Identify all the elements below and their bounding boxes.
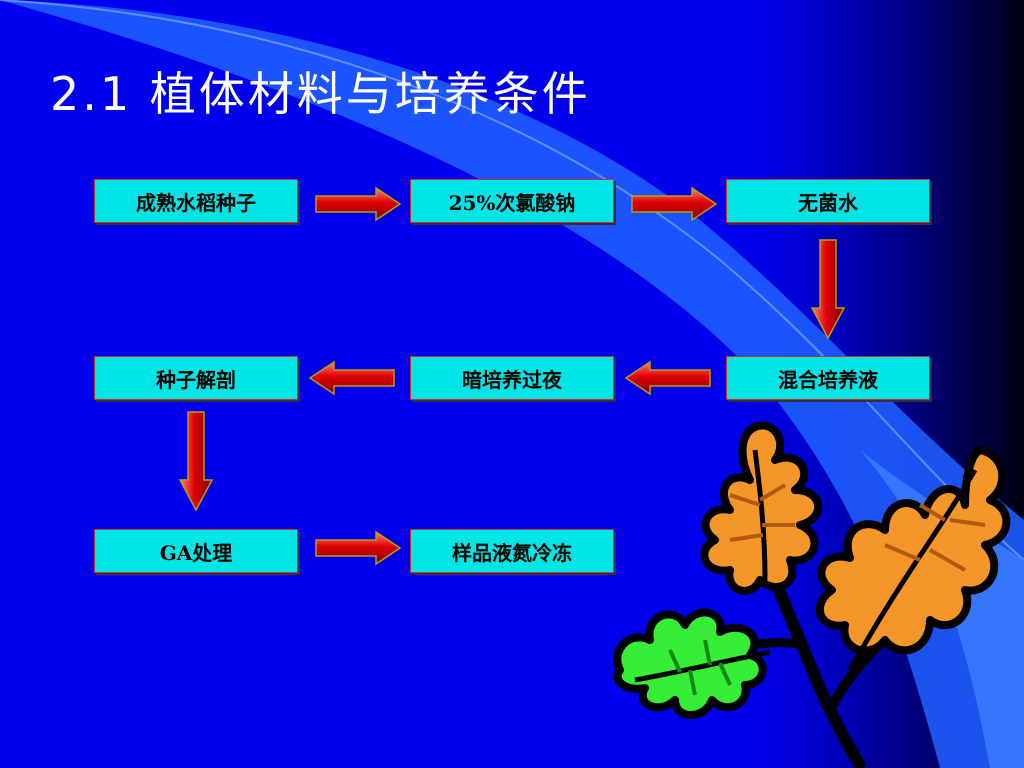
slide-title: 2.1 植体材料与培养条件 (50, 67, 591, 121)
arrow-left-2 (308, 360, 395, 396)
arrow-right-1 (315, 186, 402, 222)
node-sterile-water: 无菌水 (726, 179, 930, 223)
node-naclo: 25%次氯酸钠 (410, 179, 614, 223)
node-mixed-medium: 混合培养液 (726, 356, 930, 400)
node-liquid-nitrogen: 样品液氮冷冻 (410, 529, 614, 573)
node-seeds: 成熟水稻种子 (94, 179, 298, 223)
arrow-down-1 (810, 239, 846, 340)
node-dark-culture: 暗培养过夜 (410, 356, 614, 400)
node-seed-dissection: 种子解剖 (94, 356, 298, 400)
node-ga-treatment: GA处理 (94, 529, 298, 573)
arrow-left-1 (624, 360, 711, 396)
arrow-right-3 (315, 530, 402, 566)
arrow-down-2 (178, 411, 214, 512)
oak-leaves-icon (613, 421, 1011, 768)
arrow-right-2 (631, 186, 718, 222)
